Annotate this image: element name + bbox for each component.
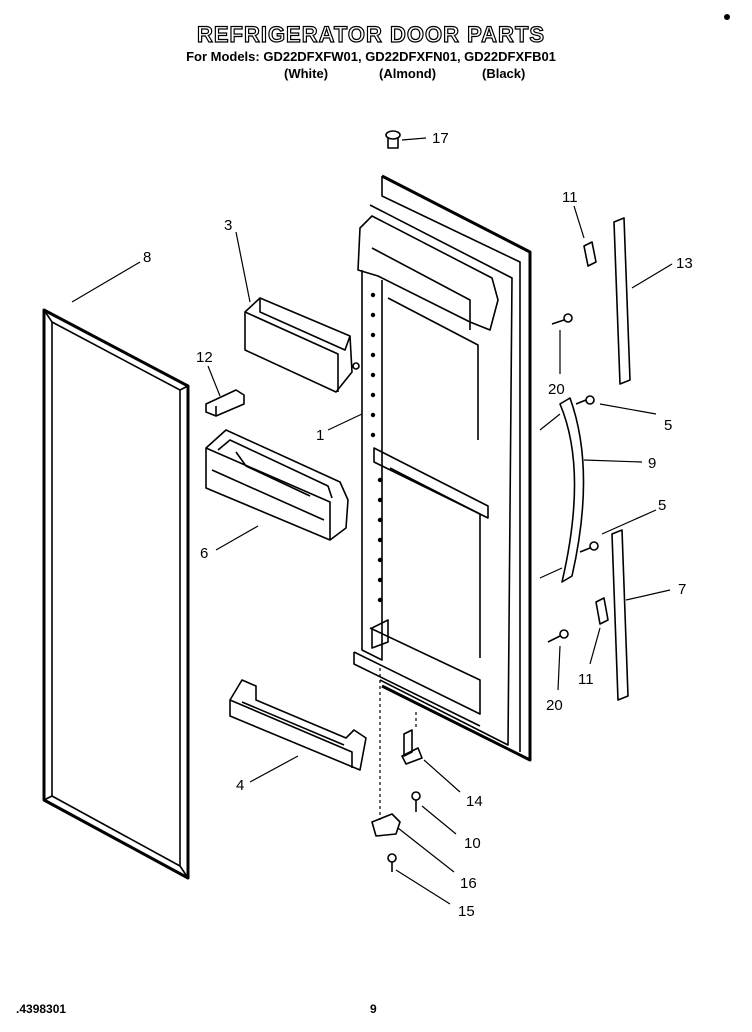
door-shelf-bottom: [229, 679, 367, 771]
callout-8: 8: [143, 249, 151, 266]
trim-strip-upper: [613, 217, 631, 385]
spring-clip: [205, 389, 245, 417]
callout-7: 7: [678, 581, 686, 598]
callout-12: 12: [196, 349, 213, 366]
trim-strip-lower: [611, 529, 629, 701]
color-label-black: (Black): [482, 66, 526, 81]
corner-mark: [724, 14, 730, 20]
trim-clip-upper: [583, 241, 597, 267]
color-label-almond: (Almond): [379, 66, 437, 81]
shelf-peg-holes: [370, 292, 383, 603]
callout-11-lower: 11: [578, 671, 594, 688]
trim-screw-lower: [547, 629, 569, 643]
handle-screw-upper: [575, 395, 595, 405]
trim-screw-upper: [551, 313, 573, 325]
document-number: .4398301: [16, 1002, 67, 1016]
callout-5-lower: 5: [658, 497, 666, 514]
callout-6: 6: [200, 545, 208, 562]
leader-lines: [71, 137, 673, 905]
callout-4: 4: [236, 777, 244, 794]
callout-16: 16: [460, 875, 477, 892]
callout-9: 9: [648, 455, 656, 472]
door-gasket: [42, 308, 190, 880]
callout-20-lower: 20: [546, 697, 563, 714]
models-line: For Models: GD22DFXFW01, GD22DFXFN01, GD…: [186, 49, 556, 64]
door-bin-large: [205, 429, 349, 541]
callout-15: 15: [458, 903, 475, 920]
callout-11-upper: 11: [562, 189, 578, 206]
color-label-white: (White): [284, 66, 329, 81]
callout-5-upper: 5: [664, 417, 672, 434]
callout-20-upper: 20: [548, 381, 565, 398]
door-liner-assembly: [353, 174, 532, 762]
callout-10: 10: [464, 835, 481, 852]
page-number: 9: [370, 1002, 377, 1016]
page-title: REFRIGERATOR DOOR PARTS: [196, 21, 546, 47]
hinge-pin-and-screws: [371, 668, 423, 872]
callout-13: 13: [676, 255, 693, 272]
door-handle: [539, 397, 585, 583]
document-number-value: 4398301: [19, 1002, 67, 1016]
callout-17: 17: [432, 130, 449, 147]
handle-screw-lower: [579, 541, 599, 553]
callout-14: 14: [466, 793, 483, 810]
trim-clip-lower: [595, 597, 609, 625]
dairy-compartment-door: [244, 297, 360, 393]
door-plug-top: [385, 130, 401, 149]
callout-1: 1: [316, 427, 324, 444]
callout-3: 3: [224, 217, 232, 234]
